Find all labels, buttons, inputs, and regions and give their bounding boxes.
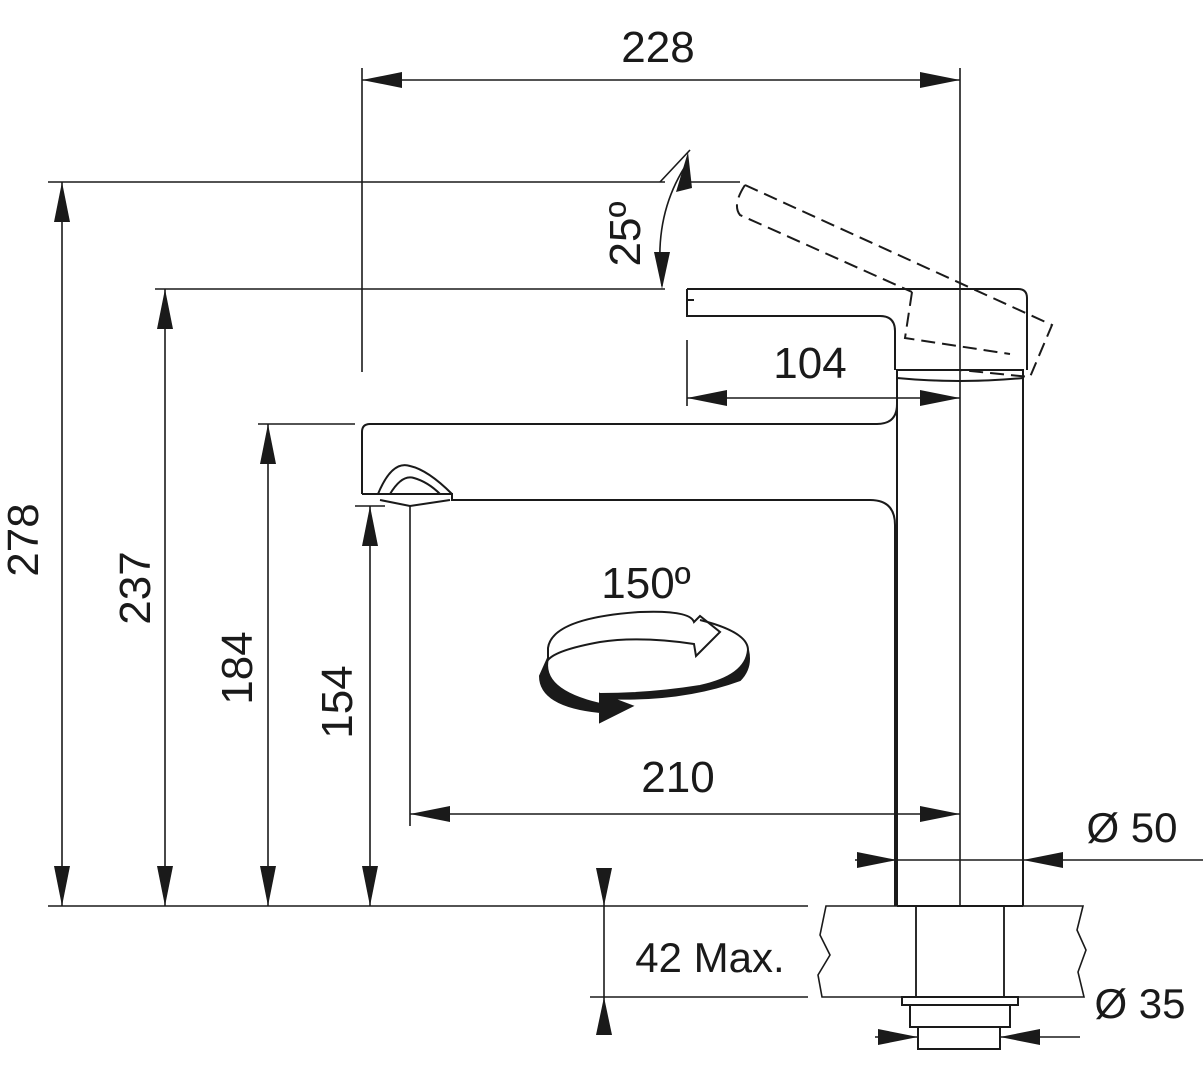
dim-184 [260, 424, 276, 906]
label-104: 104 [773, 339, 846, 388]
countertop-section [817, 905, 1087, 998]
dim-278 [54, 182, 70, 906]
dim-154 [362, 506, 378, 906]
extension-lines [48, 68, 961, 998]
label-184: 184 [213, 631, 262, 704]
dim-42-max [596, 868, 612, 1035]
label-swivel-angle: 150º [601, 559, 690, 608]
dim-228 [362, 72, 960, 88]
faucet-body [361, 288, 1028, 907]
dim-diameter-35 [875, 1029, 1080, 1045]
dim-237 [157, 289, 173, 906]
dim-diameter-50 [855, 852, 1203, 868]
dim-104 [687, 390, 960, 406]
label-278: 278 [0, 503, 48, 576]
label-42-max: 42 Max. [635, 934, 784, 981]
label-154: 154 [313, 665, 362, 738]
label-237: 237 [111, 551, 160, 624]
swivel-rotation-icon [538, 610, 750, 724]
label-210: 210 [641, 753, 714, 802]
label-228: 228 [621, 23, 694, 72]
label-lever-angle: 25º [601, 201, 650, 266]
label-diameter-50: Ø 50 [1086, 804, 1177, 851]
lever-angle-arc [654, 152, 692, 289]
dim-210 [410, 806, 960, 822]
shank-nut [901, 996, 1019, 1050]
label-diameter-35: Ø 35 [1094, 980, 1185, 1027]
lever-tilted-outline [735, 184, 1054, 379]
